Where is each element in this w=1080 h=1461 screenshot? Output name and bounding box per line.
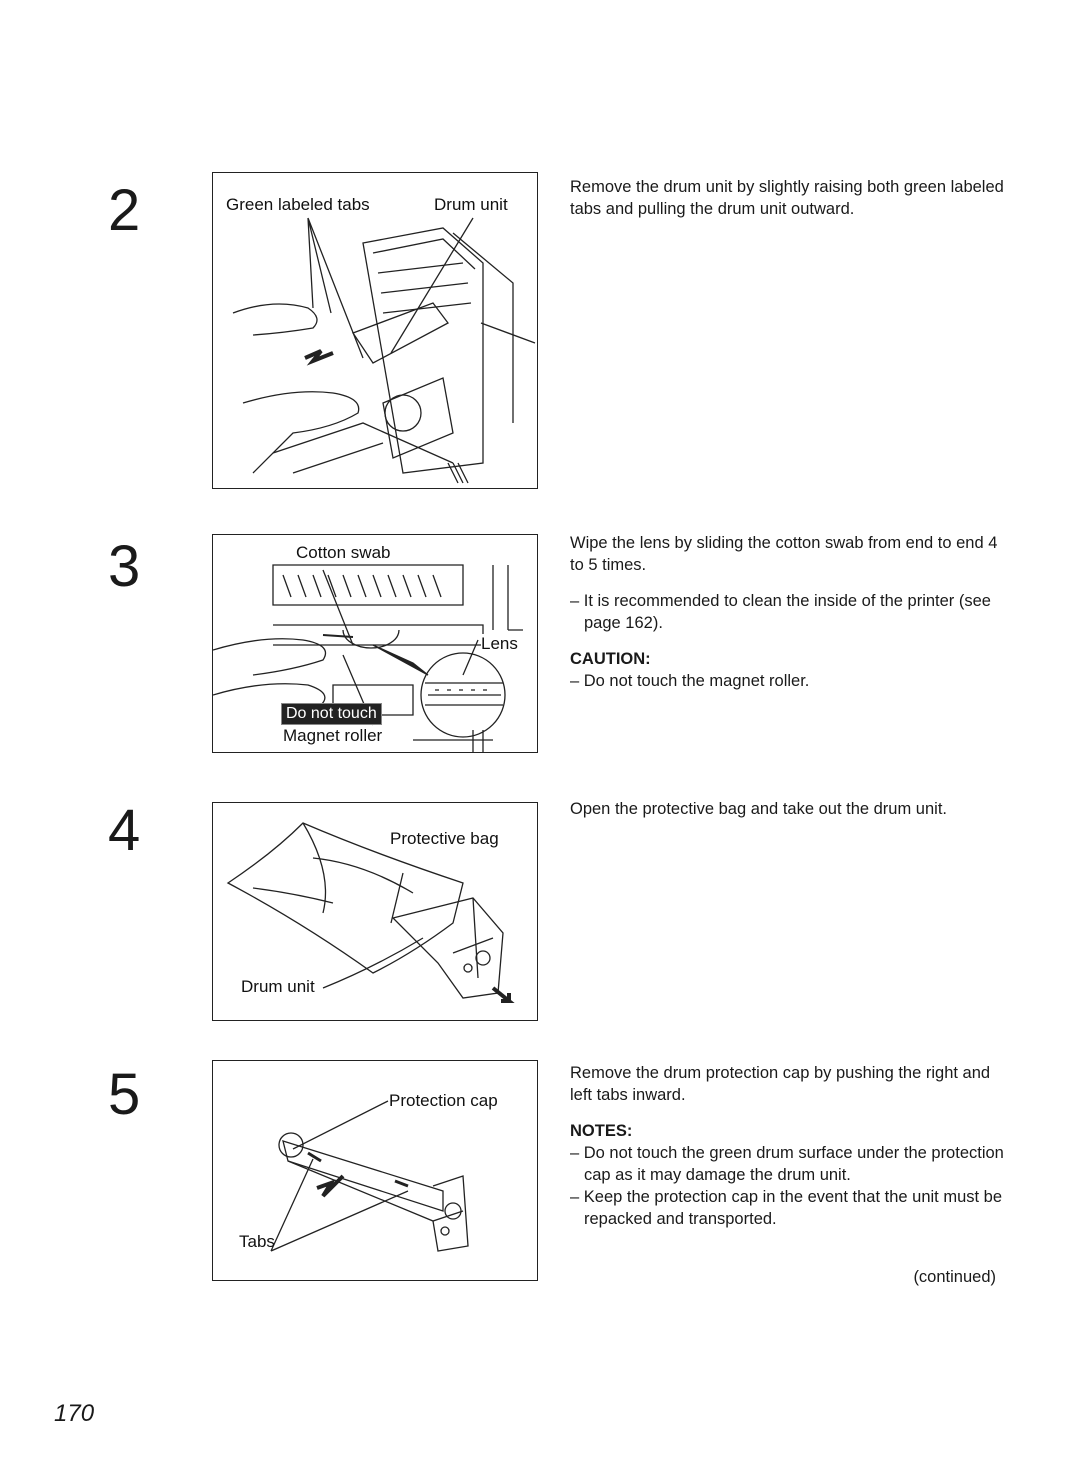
page-number: 170 [54, 1400, 95, 1427]
step-4-text: Open the protective bag and take out the… [570, 800, 947, 818]
label-drum-unit: Drum unit [434, 195, 508, 214]
step-5-text: Remove the drum protection cap by pushin… [570, 1064, 991, 1104]
step-3-text: Wipe the lens by sliding the cotton swab… [570, 534, 998, 574]
figure-remove-protection-cap: Protection cap Tabs [212, 1060, 538, 1281]
label-tabs: Tabs [239, 1232, 275, 1251]
protection-cap-illustration [270, 1100, 469, 1252]
do-not-touch-badge: Do not touch [281, 703, 382, 725]
step-4-instructions: Open the protective bag and take out the… [570, 798, 1010, 820]
label-protection-cap: Protection cap [389, 1091, 498, 1110]
step-2-instructions: Remove the drum unit by slightly raising… [570, 176, 1010, 220]
step-3-instructions: Wipe the lens by sliding the cotton swab… [570, 532, 1010, 692]
protective-bag-illustration [226, 822, 515, 1003]
label-protective-bag: Protective bag [390, 829, 499, 848]
caution-heading: CAUTION: [570, 650, 651, 668]
note-item-2: – Keep the protection cap in the event t… [570, 1188, 1003, 1228]
figure-wipe-lens: Cotton swab Lens Do not touch Magnet rol… [212, 534, 538, 753]
step-number-3: 3 [108, 534, 141, 599]
step-2-text: Remove the drum unit by slightly raising… [570, 178, 1004, 218]
label-cotton-swab: Cotton swab [296, 543, 391, 563]
caution-text: – Do not touch the magnet roller. [570, 672, 810, 690]
step-5-instructions: Remove the drum protection cap by pushin… [570, 1062, 1010, 1230]
label-magnet-roller: Magnet roller [283, 726, 383, 746]
notes-heading: NOTES: [570, 1122, 633, 1140]
label-green-labeled-tabs: Green labeled tabs [226, 195, 370, 214]
step-number-5: 5 [108, 1062, 141, 1127]
label-drum-unit: Drum unit [241, 977, 315, 996]
figure-open-protective-bag: Protective bag Drum unit [212, 802, 538, 1021]
lens-cleaning-illustration [213, 564, 523, 752]
label-lens: Lens [481, 634, 518, 654]
figure-remove-drum-unit: Green labeled tabs Drum unit [212, 172, 538, 489]
drum-removal-illustration [232, 217, 536, 484]
continued-label: (continued) [913, 1268, 996, 1286]
step-3-recommendation: – It is recommended to clean the inside … [570, 592, 991, 632]
step-number-2: 2 [108, 178, 141, 243]
step-number-4: 4 [108, 798, 141, 863]
note-item-1: – Do not touch the green drum surface un… [570, 1144, 1004, 1184]
